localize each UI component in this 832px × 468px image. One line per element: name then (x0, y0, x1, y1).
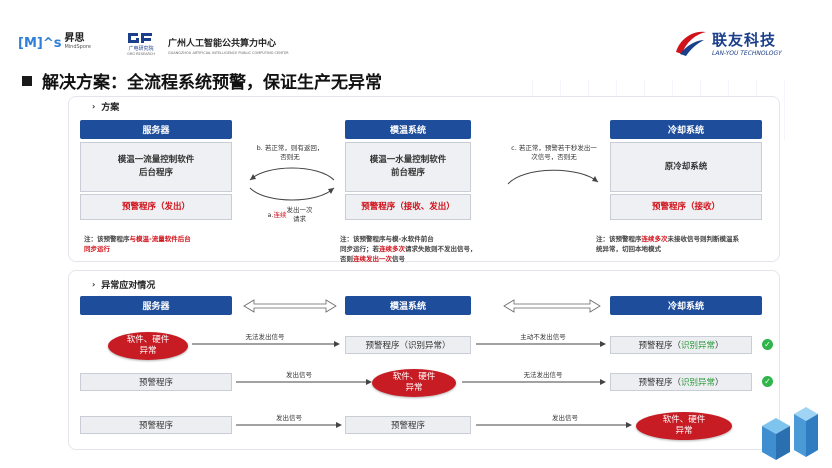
center-subtitle: GUANGZHOU ARTIFICIAL INTELLIGENCE PUBLIC… (168, 51, 289, 55)
row2-right-box: 预警程序（识别异常） (610, 373, 752, 391)
row1-mid-box: 预警程序（识别异常） (345, 336, 471, 354)
row1-arrow2-label: 主动不发出信号 (520, 333, 566, 341)
mindspore-logo: [M]^s 昇思 MindSpore (18, 32, 91, 54)
row2-arrow2-label: 无法发出信号 (523, 371, 563, 379)
row2-right-pre: 预警程序（ (638, 378, 681, 388)
gre-en: GRG RESEARCH (127, 52, 155, 56)
note3-post: 未接收信号则判断模温系 统异常，切回本地模式 (596, 235, 739, 253)
row1-right-status: 识别异常 (680, 341, 715, 351)
row2-arrow1-label: 发出信号 (286, 371, 312, 379)
row1-arrow2 (476, 341, 606, 347)
row3-left-box: 预警程序 (80, 416, 232, 434)
note3-red: 连续多次 (641, 235, 668, 243)
row2-fault-ellipse: 软件、硬件 异常 (372, 369, 456, 397)
row2-left-box: 预警程序 (80, 373, 232, 391)
row3-fault-ellipse: 软件、硬件 异常 (636, 412, 732, 440)
row3-arrow1-label: 发出信号 (276, 414, 302, 422)
cooling-note: 注：该预警程序连续多次未接收信号则判断模温系 统异常，切回本地模式 (596, 234, 776, 254)
chevron-right-icon: › (92, 102, 96, 111)
brand-logo: 联友科技 LAN-YOU TECHNOLOGY (672, 28, 782, 58)
double-arrow-icon-2 (503, 299, 601, 313)
mold-temp-note: 注：该预警程序与模-水软件前台 同步运行；若连续多次请求失败则不发出信号， 否则… (340, 234, 540, 264)
note1-red: 与模温-流量软件后台 同步运行 (84, 235, 191, 253)
row2-arrow1 (236, 379, 372, 385)
section2-title: 异常应对情况 (101, 281, 156, 291)
arrow1-top-label: b. 若正常，则有返回， 否则无 (256, 144, 324, 161)
row2-right-post: ） (715, 378, 724, 388)
server-software-box: 模温一流量控制软件 后台程序 (80, 142, 232, 192)
note2-l2-pre: 同步运行；若 (340, 245, 379, 253)
row3-arrow2-label: 发出信号 (552, 414, 578, 422)
brand-en: LAN-YOU TECHNOLOGY (712, 50, 782, 57)
row3-arrow2 (476, 422, 632, 428)
row1-right-post: ） (715, 341, 724, 351)
mold-temp-header: 模温系统 (345, 120, 471, 139)
brand-cn: 联友科技 (712, 31, 777, 49)
mindspore-en: MindSpore (64, 44, 91, 50)
gre-logo: 广电研究院 GRG RESEARCH (122, 31, 160, 57)
s2-server-header: 服务器 (80, 296, 232, 315)
title-square-icon (22, 75, 32, 86)
arrow2-top-label: c. 若正常，预警若干秒发出一 次信号，否则无 (511, 144, 597, 161)
gre-logo-icon (128, 33, 152, 43)
note2-l3-post: 信号 (392, 255, 405, 263)
s2-cooling-header: 冷却系统 (610, 296, 762, 315)
page-title-row: 解决方案：全流程系统预警，保证生产无异常 (22, 68, 382, 93)
note3-pre: 注：该预警程序 (596, 235, 642, 243)
mindspore-cn: 昇思 (64, 33, 85, 44)
brand-swoosh-icon (676, 31, 706, 56)
server-alert-box: 预警程序（发出） (80, 194, 232, 220)
check-icon: ✓ (762, 339, 773, 350)
section2-heading: › 异常应对情况 (92, 278, 155, 291)
cooling-header: 冷却系统 (610, 120, 762, 139)
check-icon: ✓ (762, 376, 773, 387)
center-title: 广州人工智能公共算力中心 (168, 39, 277, 49)
arrow1-bottom-red: 连续 (273, 210, 287, 219)
note2-line1: 注：该预警程序与模-水软件前台 (340, 235, 434, 243)
arrow1-bottom-label: a. 连续发出一次 请求 (240, 206, 340, 224)
section1-title: 方案 (101, 103, 120, 113)
double-arrow-icon-1 (243, 299, 337, 313)
page-title: 解决方案：全流程系统预警，保证生产无异常 (42, 73, 382, 93)
note2-l3-red: 连续发出一次 (353, 255, 392, 263)
row3-mid-box: 预警程序 (345, 416, 471, 434)
note2-l2-post: 请求失败则不发出信号， (405, 245, 477, 253)
section1-heading: › 方案 (92, 100, 119, 113)
row1-arrow1 (192, 341, 340, 347)
arrow1-bottom-post: 发出一次 请求 (286, 206, 313, 223)
cycle-arrows-icon (249, 167, 335, 201)
server-note: 注：该预警程序与模温-流量软件后台 同步运行 (84, 234, 244, 254)
chevron-right-icon-2: › (92, 280, 96, 289)
note1-pre: 注：该预警程序 (84, 235, 130, 243)
row2-arrow2 (462, 379, 606, 385)
note2-l3-pre: 否则 (340, 255, 353, 263)
isometric-decoration (762, 407, 818, 460)
row1-arrow1-label: 无法发出信号 (245, 333, 285, 341)
mold-temp-software-box: 模温一水量控制软件 前台程序 (345, 142, 471, 192)
row1-fault-ellipse: 软件、硬件 异常 (108, 332, 188, 360)
s2-mold-header: 模温系统 (345, 296, 471, 315)
note2-l2-red: 连续多次 (379, 245, 405, 253)
row3-arrow1 (236, 422, 342, 428)
curved-arrow-icon (507, 169, 599, 185)
row2-right-status: 识别异常 (680, 378, 715, 388)
row1-right-pre: 预警程序（ (638, 341, 681, 351)
cooling-alert-box: 预警程序（接收） (610, 194, 762, 220)
gre-cn: 广电研究院 (128, 46, 154, 52)
center-title-block: 广州人工智能公共算力中心 GUANGZHOU ARTIFICIAL INTELL… (168, 36, 289, 55)
mold-temp-alert-box: 预警程序（接收、发出） (345, 194, 471, 220)
mindspore-mark: [M]^s (18, 35, 62, 51)
cooling-original-box: 原冷却系统 (610, 142, 762, 192)
row1-right-box: 预警程序（识别异常） (610, 336, 752, 354)
server-header: 服务器 (80, 120, 232, 139)
arrow1-bottom-pre: a. (267, 210, 274, 219)
